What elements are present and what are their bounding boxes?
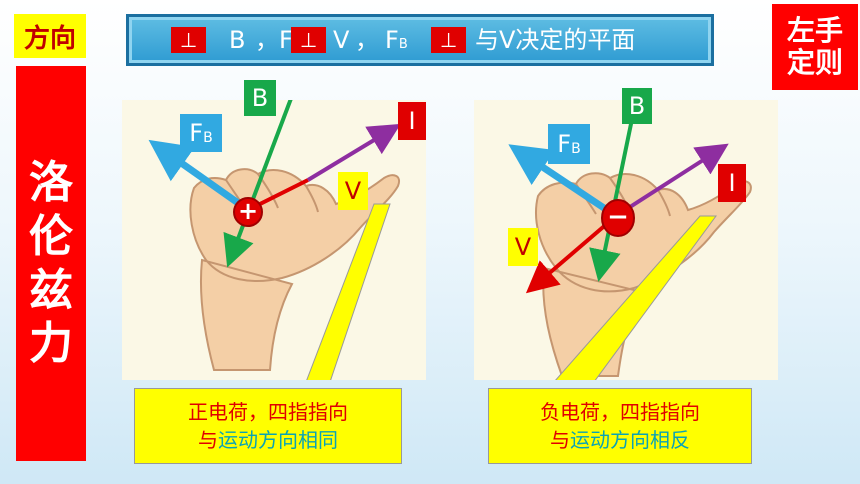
perp-symbol-2: ⊥: [291, 27, 327, 53]
direction-tag: 方向: [14, 14, 86, 58]
title-char-3: 兹: [29, 264, 73, 316]
banner-f: F: [279, 26, 293, 54]
caption-positive-charge: 正电荷，四指指向 与运动方向相同: [134, 388, 402, 464]
label-i: I: [398, 102, 426, 140]
label-v: V: [338, 172, 368, 210]
caption-negative-charge: 负电荷，四指指向 与运动方向相反: [488, 388, 752, 464]
banner-comma-1: ，: [255, 26, 279, 54]
banner-plane-text: 与V决定的平面: [475, 26, 636, 54]
label-v: V: [508, 228, 538, 266]
perp-symbol-3: ⊥: [431, 27, 467, 53]
caption-line-2: 与运动方向相反: [550, 428, 690, 452]
title-char-2: 伦: [29, 210, 73, 262]
caption-line-2: 与运动方向相同: [198, 428, 338, 452]
label-b: B: [244, 80, 276, 116]
banner-comma-2: ，: [355, 26, 379, 54]
label-b: B: [622, 88, 652, 124]
direction-banner: ⊥ B ， F ⊥ V ， FB ⊥ 与V决定的平面: [126, 14, 714, 66]
negative-charge-icon: −: [607, 202, 629, 232]
left-hand-rule-tag: 左手 定则: [772, 4, 858, 90]
banner-v: V: [333, 26, 350, 54]
title-char-4: 力: [29, 318, 73, 370]
caption-line-1: 正电荷，四指指向: [188, 400, 348, 424]
positive-charge-icon: +: [237, 197, 259, 225]
banner-fb: FB: [385, 26, 408, 54]
perp-symbol-1: ⊥: [171, 27, 207, 53]
banner-b: B: [229, 26, 246, 54]
label-i: I: [718, 164, 746, 202]
lorentz-force-title: 洛 伦 兹 力: [16, 66, 86, 461]
caption-line-1: 负电荷，四指指向: [540, 400, 700, 424]
hand-icon: [535, 172, 752, 377]
title-char-1: 洛: [29, 157, 73, 209]
